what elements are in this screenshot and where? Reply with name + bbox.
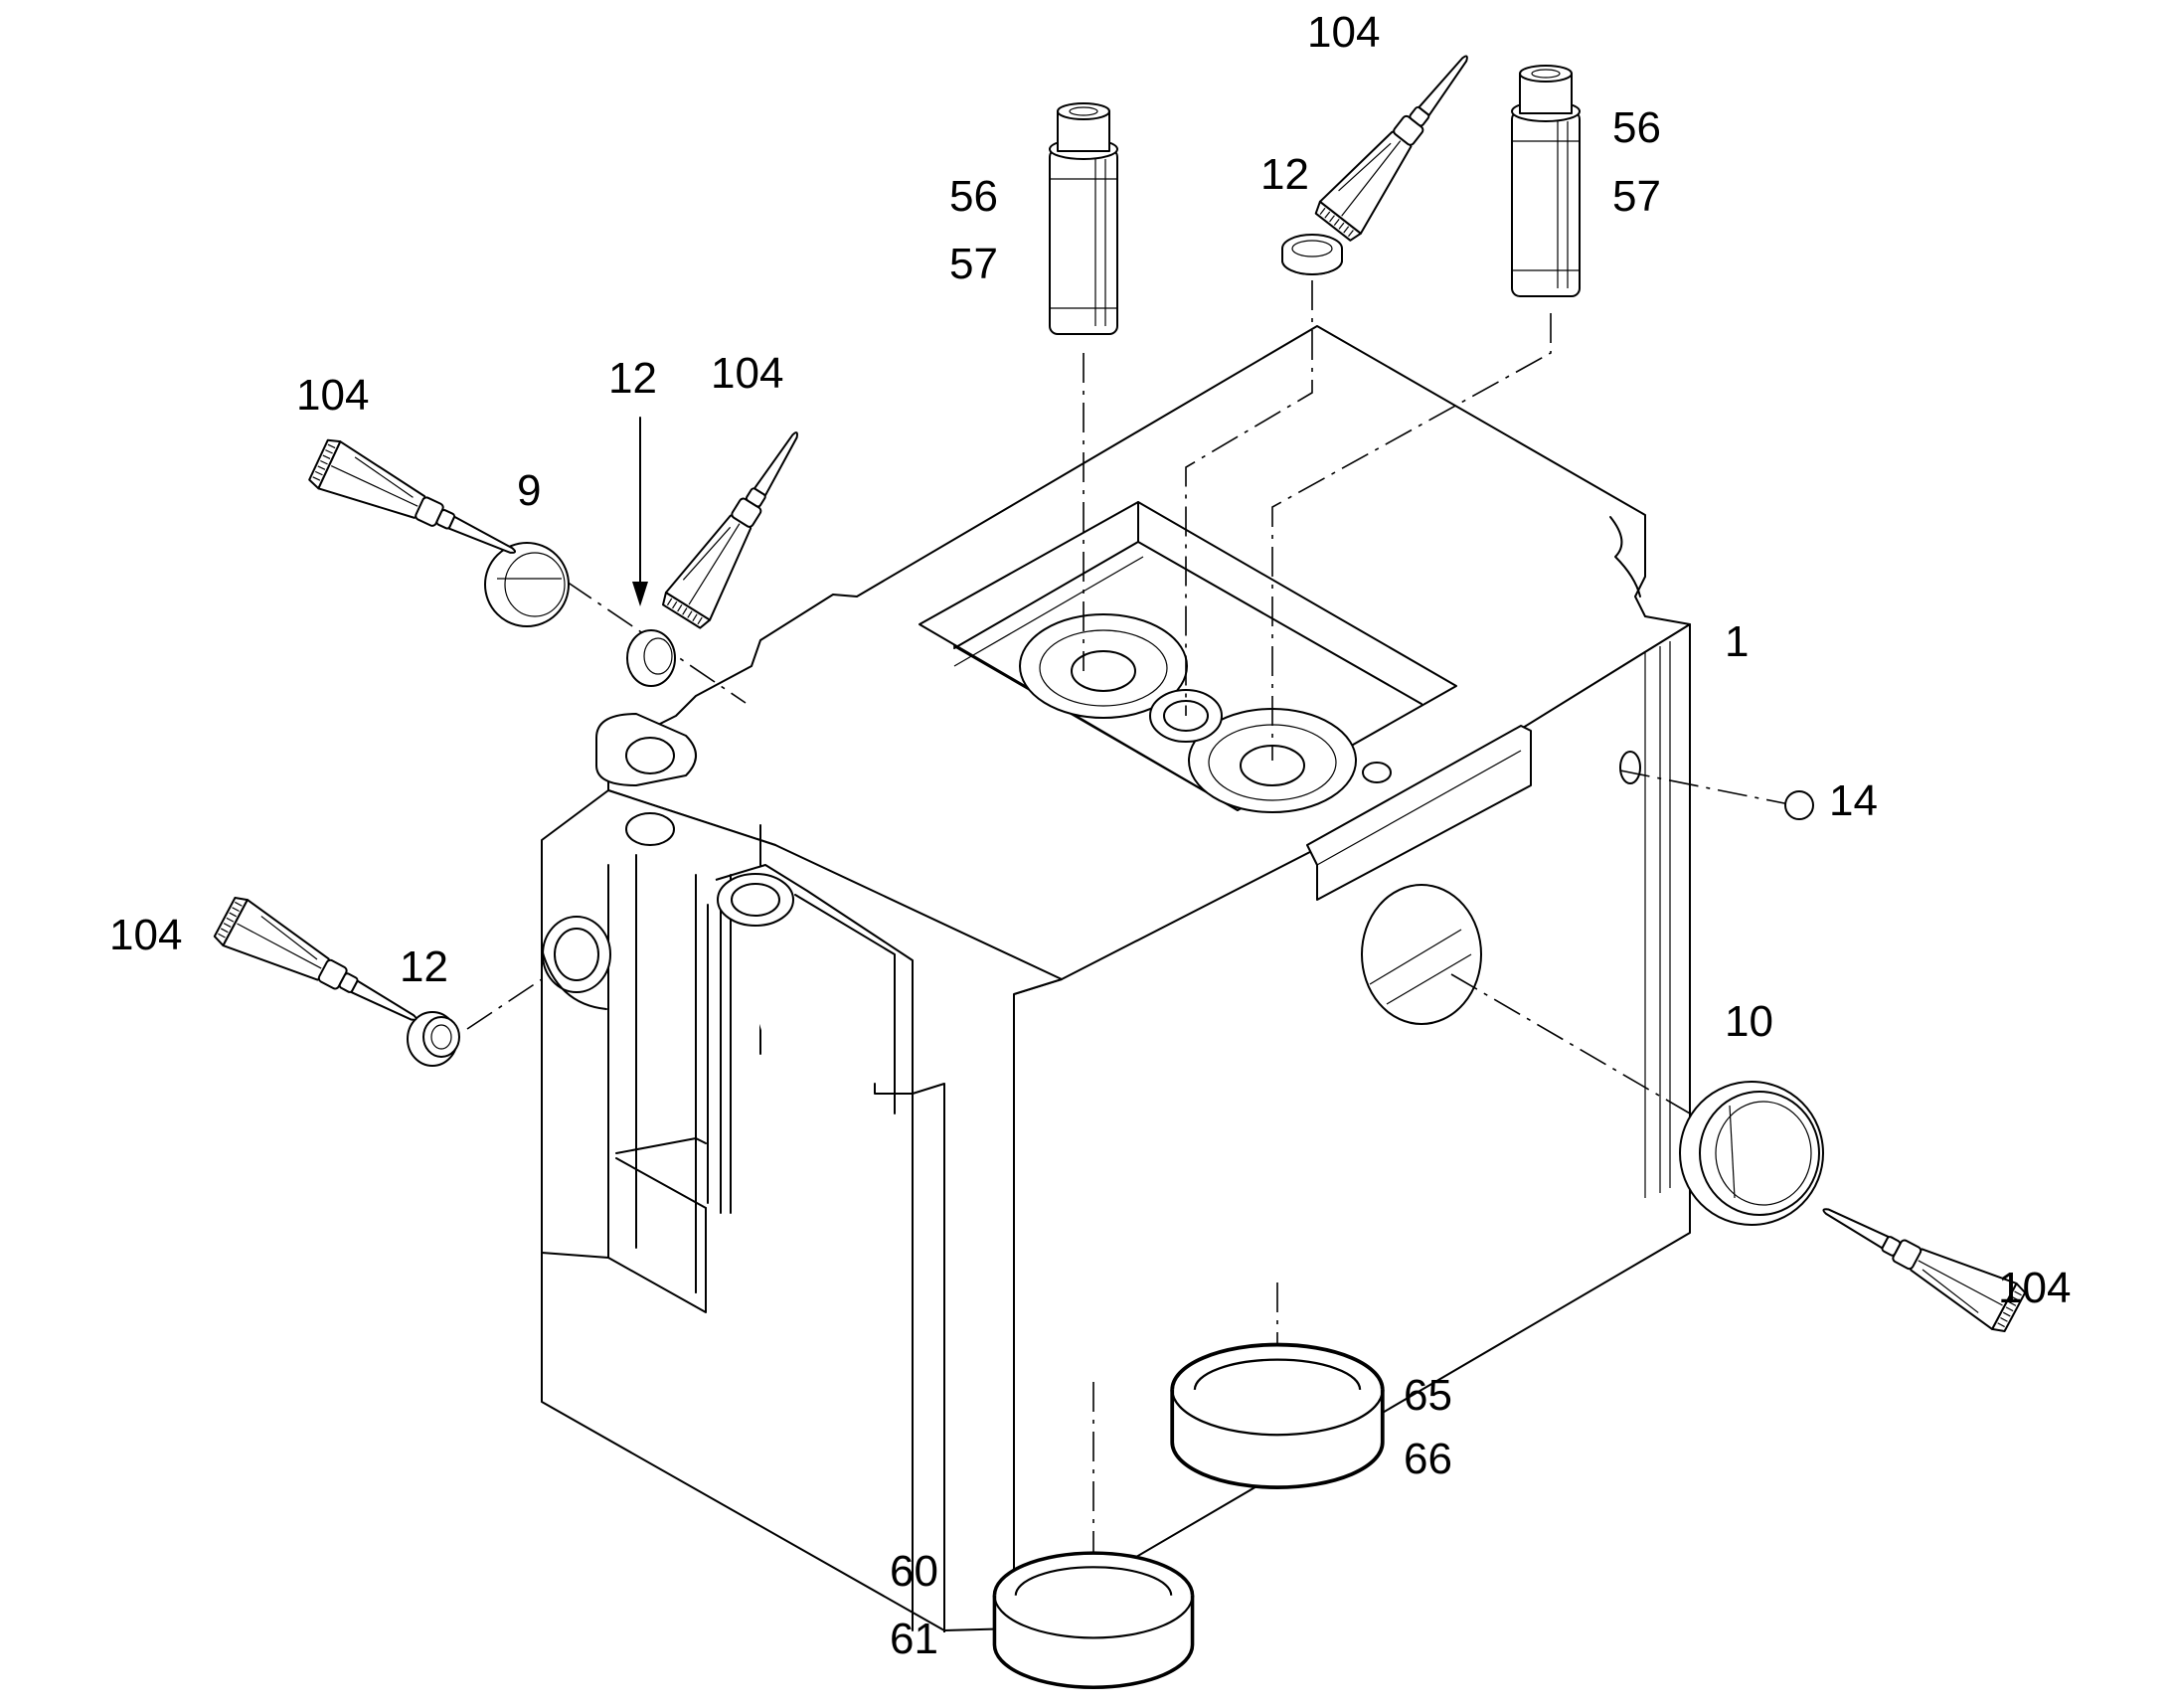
sealant-tube-top [1311,39,1488,245]
ball-plug [1784,790,1814,820]
label-seal-top: 12 [1260,150,1309,199]
label-guide-left-a: 56 [949,172,998,221]
label-seal-lower-left: 12 [400,942,448,991]
valve-seat-rear [1170,1342,1385,1490]
label-cylinder-head: 1 [1725,617,1749,666]
label-guide-left-b: 57 [949,240,998,288]
label-sealant-lower-left: 104 [109,911,182,959]
label-sealant-top: 104 [1307,8,1380,57]
label-seat-rear-b: 66 [1404,1435,1452,1483]
sealant-tube-right [1810,1186,2029,1336]
seal-upper-left [626,629,676,687]
label-guide-right-a: 56 [1612,103,1661,152]
plug-left [484,542,570,627]
valve-seat-front [992,1551,1195,1690]
valve-guide-right [1511,65,1581,297]
label-guide-right-b: 57 [1612,172,1661,221]
valve-guide-left [1049,102,1118,335]
label-seat-front-a: 60 [890,1547,938,1596]
label-seal-upper-left: 12 [608,354,657,403]
label-seat-rear-a: 65 [1404,1371,1452,1420]
callout-labels: 1 9 10 12 12 12 14 56 57 56 57 60 61 65 … [109,8,2071,1663]
cylinder-head-body [541,325,1691,1632]
sealant-tube-upper-left-a [306,435,528,577]
sealant-tube-lower-left [211,893,429,1043]
seal-lower-left [407,1011,460,1067]
label-ball: 14 [1829,776,1878,825]
label-sealant-right: 104 [1998,1264,2071,1312]
label-seat-front-b: 61 [890,1615,938,1663]
seal-top [1281,234,1343,275]
label-sealant-upper-left-a: 104 [296,371,369,420]
sealant-tube-upper-left-b [658,418,820,631]
label-sealant-upper-left-b: 104 [711,349,783,398]
label-plug-left: 9 [517,466,541,515]
plug-right [1679,1081,1824,1226]
label-plug-right: 10 [1725,997,1773,1046]
leader-arrow [632,417,648,606]
